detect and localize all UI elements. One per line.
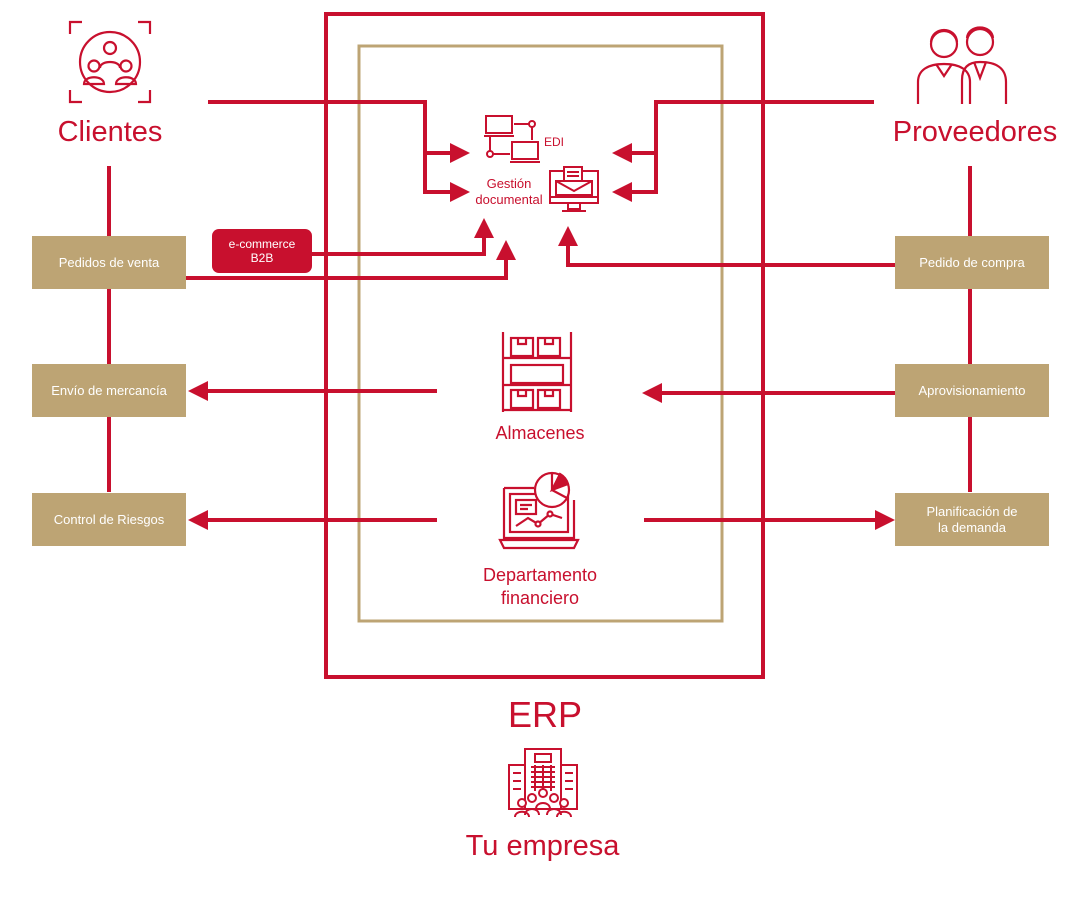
- demand-line2: la demanda: [938, 519, 1006, 535]
- demand-line1: Planificación de: [926, 503, 1018, 519]
- computers-network-icon: [484, 115, 540, 163]
- ecommerce-line2: B2B: [250, 251, 274, 265]
- office-building-people-icon: [508, 748, 578, 818]
- suppliers-people-icon: [916, 26, 1008, 104]
- ecommerce-line1: e-commerce: [228, 237, 296, 251]
- ecommerce-to-docs-line: [312, 218, 494, 256]
- clients-target-icon: [68, 20, 152, 104]
- erp-outer-frame: [324, 12, 765, 679]
- demand-planning-box: Planificación de la demanda: [895, 493, 1049, 546]
- docs-label-line1: Gestión: [486, 176, 532, 191]
- clients-to-docs-line: [423, 153, 470, 202]
- ecommerce-b2b-badge: e-commerce B2B: [212, 229, 312, 273]
- supply-box: Aprovisionamiento: [895, 364, 1049, 417]
- erp-label: ERP: [507, 694, 583, 735]
- sales-orders-box: Pedidos de venta: [32, 236, 186, 289]
- warehouse-shelves-icon: [501, 332, 573, 412]
- purchase-order-box: Pedido de compra: [895, 236, 1049, 289]
- finance-label-line1: Departamento: [482, 565, 598, 585]
- finance-label-line2: financiero: [500, 588, 580, 608]
- clients-to-edi-line: [208, 100, 470, 163]
- monitor-document-icon: [549, 166, 599, 212]
- suppliers-to-edi-line: [612, 100, 874, 163]
- company-label: Tu empresa: [465, 830, 620, 862]
- clients-label: Clientes: [57, 116, 163, 148]
- warehouse-label: Almacenes: [495, 423, 585, 443]
- erp-inner-frame: [357, 44, 724, 623]
- suppliers-label: Proveedores: [892, 116, 1058, 148]
- risk-control-box: Control de Riesgos: [32, 493, 186, 546]
- docs-label-line2: documental: [475, 192, 543, 207]
- shipping-box: Envío de mercancía: [32, 364, 186, 417]
- suppliers-to-docs-line: [612, 153, 658, 202]
- sales-orders-to-docs-line: [186, 240, 516, 280]
- edi-label: EDI: [544, 135, 565, 149]
- laptop-chart-icon: [498, 471, 580, 550]
- purchase-order-to-docs-line: [558, 226, 895, 267]
